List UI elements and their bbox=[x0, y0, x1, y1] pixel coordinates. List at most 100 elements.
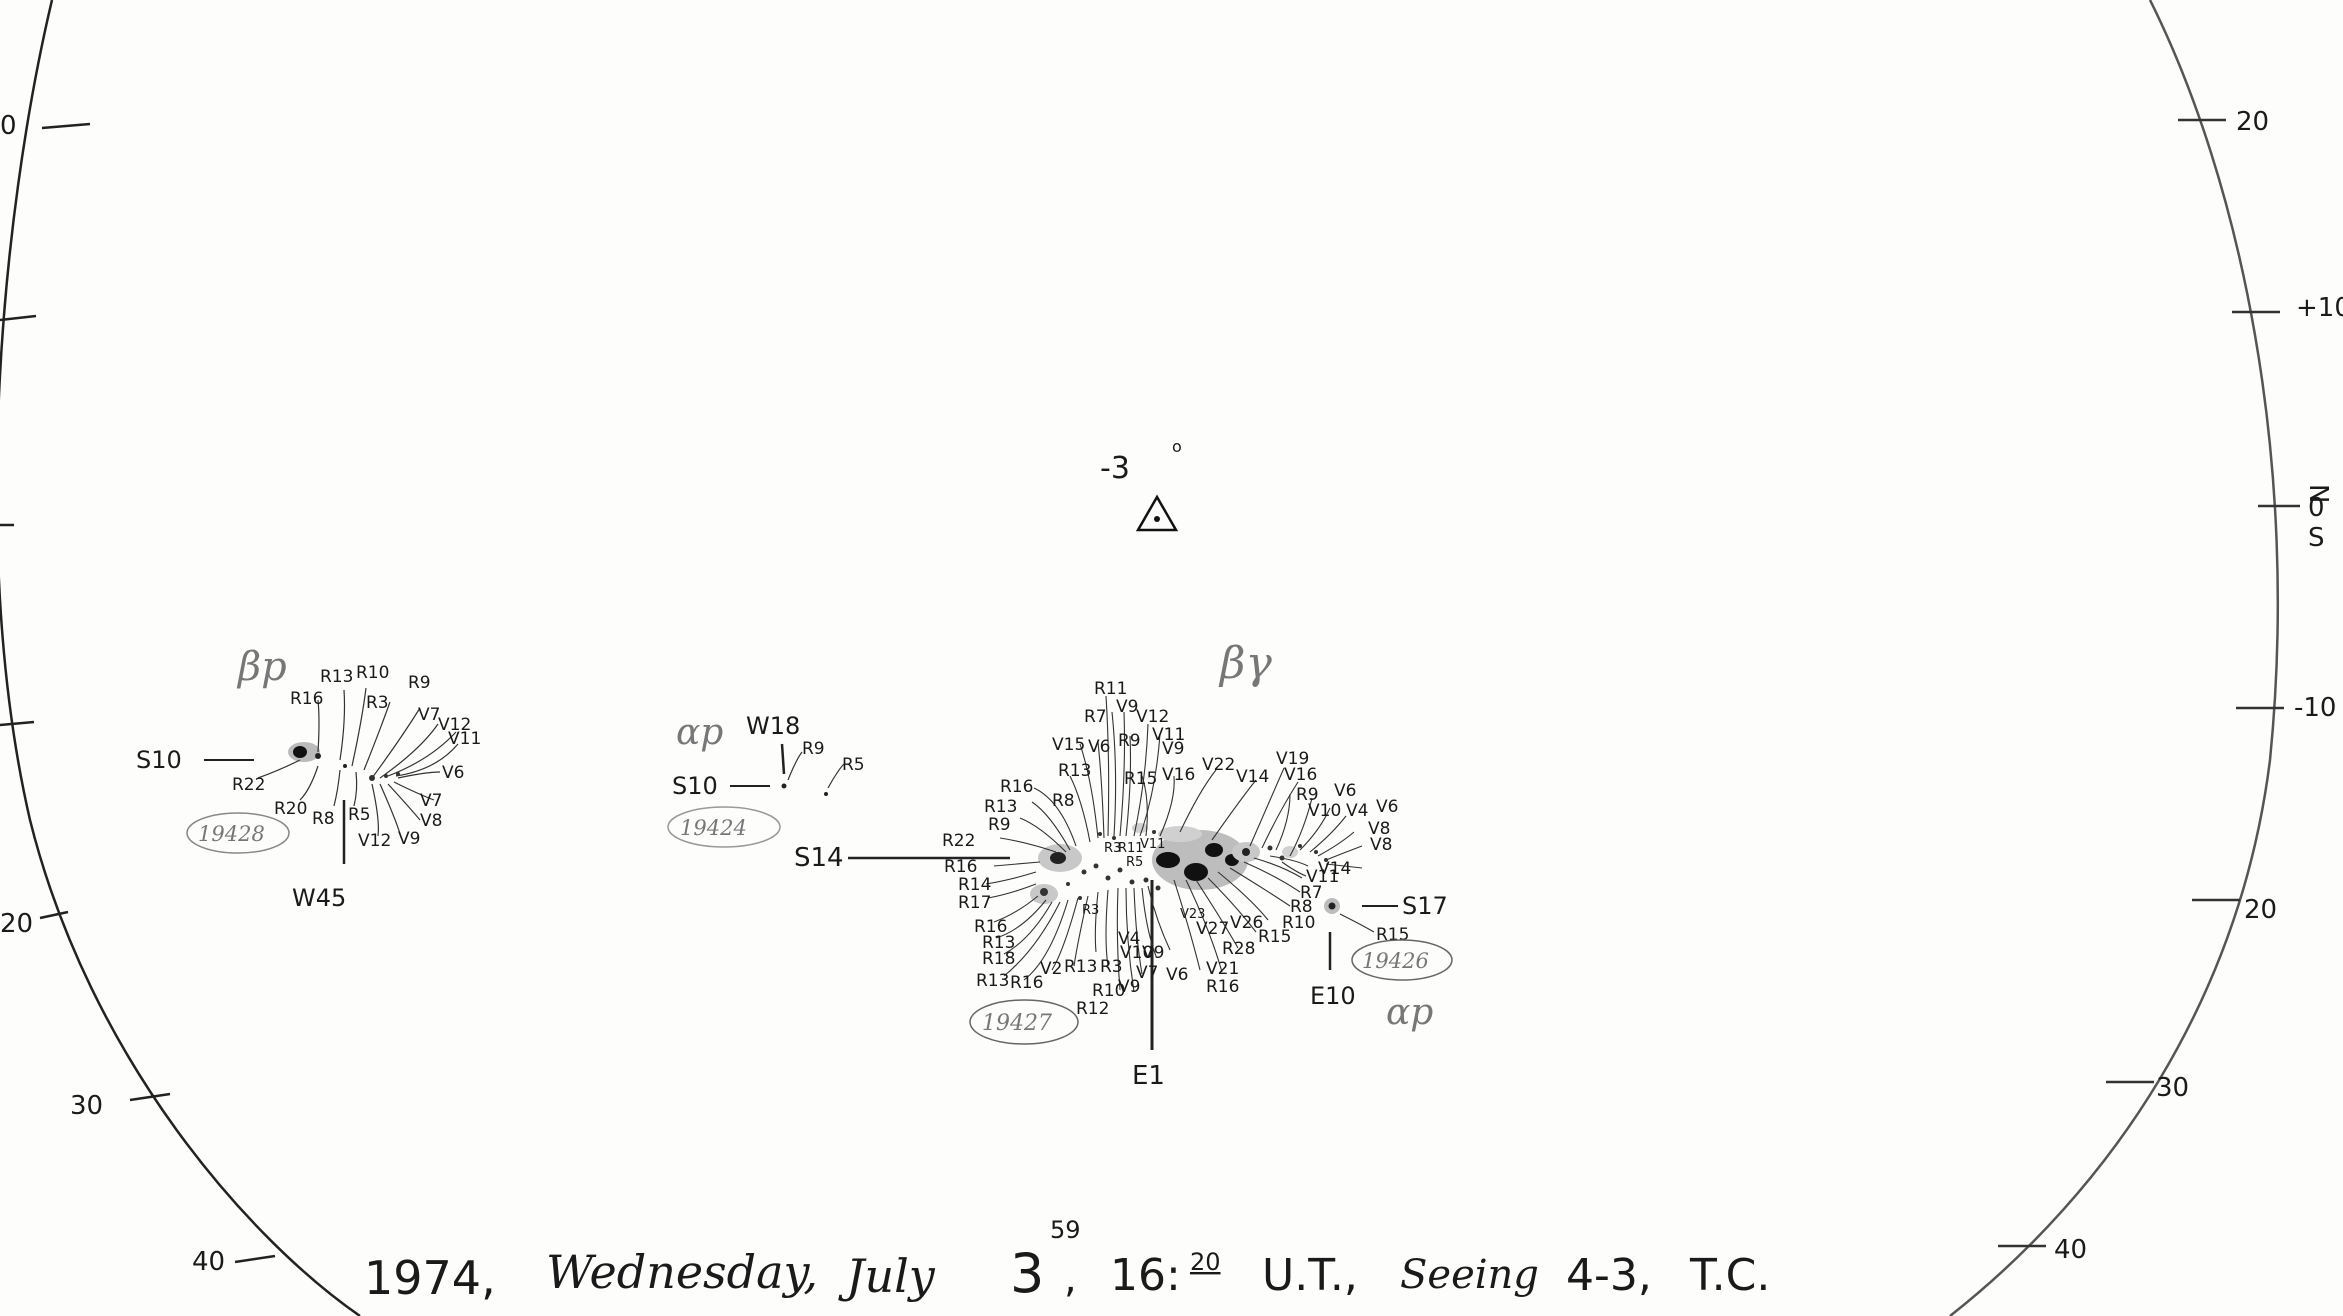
right-tick-label: +10 bbox=[2296, 293, 2343, 323]
spot-label: V16 bbox=[1162, 765, 1195, 785]
spot-label: R9 bbox=[1296, 785, 1319, 805]
spot bbox=[343, 764, 347, 768]
right-tick-label: 40 bbox=[2054, 1235, 2087, 1265]
spot-label: R7 bbox=[1084, 707, 1107, 727]
spot-label: R8 bbox=[1290, 897, 1313, 917]
longitude-leader bbox=[780, 743, 786, 775]
group-number: 19427 bbox=[982, 1011, 1052, 1036]
spot-label: R20 bbox=[274, 799, 307, 819]
spot-label: V10 bbox=[1120, 943, 1153, 963]
group-class: αp bbox=[676, 712, 723, 753]
group-number-oval bbox=[186, 812, 290, 854]
group-longitude: W18 bbox=[746, 712, 800, 740]
spot-label: V10 bbox=[1308, 801, 1341, 821]
caption-observer: T.C. bbox=[1689, 1250, 1770, 1301]
sunspot-group-19426: S17 R15 E10 19426 αp bbox=[1310, 892, 1453, 1033]
spot-label: R3 bbox=[366, 693, 389, 713]
spot-label: V6 bbox=[442, 763, 464, 783]
spot-label: V6 bbox=[1376, 797, 1398, 817]
spot-label: V12 bbox=[358, 831, 391, 851]
caption-month: July bbox=[838, 1249, 936, 1303]
spot-label: V15 bbox=[1052, 735, 1085, 755]
group-latitude: S17 bbox=[1402, 892, 1448, 920]
umbra bbox=[1156, 852, 1180, 868]
caption-seeing-value: 4-3, bbox=[1566, 1250, 1652, 1301]
spot-label: R13 bbox=[982, 933, 1015, 953]
spot-label: R3 bbox=[1100, 957, 1123, 977]
group-longitude: E1 bbox=[1132, 1061, 1165, 1091]
group-latitude: S10 bbox=[136, 746, 182, 774]
spot-label: V11 bbox=[1140, 837, 1165, 852]
solar-limb-left bbox=[0, 0, 361, 1316]
spot-label: R18 bbox=[982, 949, 1015, 969]
spot-label: V8 bbox=[420, 811, 442, 831]
spot-label: R16 bbox=[290, 689, 323, 709]
left-tick-label: 30 bbox=[70, 1091, 103, 1121]
spot-label: R9 bbox=[988, 815, 1011, 835]
umbra bbox=[1242, 848, 1250, 856]
group-class: βγ bbox=[1218, 638, 1272, 689]
spot-label: R17 bbox=[958, 893, 991, 913]
spot-label: V22 bbox=[1202, 755, 1235, 775]
spot-label: R16 bbox=[1010, 973, 1043, 993]
spot-label: V11 bbox=[1306, 867, 1339, 887]
axis-label-zero: 0 bbox=[2308, 493, 2325, 523]
group-latitude: S10 bbox=[672, 772, 718, 800]
spot-label: R15 bbox=[1258, 927, 1291, 947]
group-number: 19424 bbox=[680, 816, 747, 840]
center-angle: -3 bbox=[1100, 451, 1130, 486]
caption-weekday: Wednesday, bbox=[546, 1245, 818, 1299]
umbra bbox=[293, 746, 307, 758]
spot-label: R10 bbox=[356, 663, 389, 683]
umbra bbox=[1328, 902, 1336, 910]
spot-label: R10 bbox=[1282, 913, 1315, 933]
caption-day: 3 bbox=[1010, 1242, 1044, 1305]
spot-label: R22 bbox=[942, 831, 975, 851]
spot-label: V9 bbox=[398, 829, 420, 849]
spot-label: V12 bbox=[438, 715, 471, 735]
group-class: βp bbox=[236, 644, 287, 690]
spot-label: V8 bbox=[1370, 835, 1392, 855]
solar-limb-right bbox=[1949, 0, 2280, 1316]
axis-label-south: S bbox=[2308, 523, 2325, 553]
spot-label: R3 bbox=[1104, 841, 1121, 856]
group-number-oval bbox=[667, 806, 781, 848]
group-number-oval bbox=[969, 999, 1079, 1045]
group-longitude: E10 bbox=[1310, 982, 1356, 1010]
spot-label: V14 bbox=[1236, 767, 1269, 787]
umbra bbox=[1184, 863, 1208, 881]
spot-label: R16 bbox=[1000, 777, 1033, 797]
spot-label: V7 bbox=[418, 705, 440, 725]
group-longitude: W45 bbox=[292, 884, 346, 912]
group-latitude: S14 bbox=[794, 843, 844, 873]
spot-label: V12 bbox=[1136, 707, 1169, 727]
group-number: 19426 bbox=[1362, 949, 1429, 973]
spot-label: R7 bbox=[1300, 883, 1323, 903]
umbra bbox=[1205, 843, 1223, 857]
center-triangle-icon bbox=[1135, 494, 1179, 532]
spot-label: R8 bbox=[312, 809, 335, 829]
spot-label: R16 bbox=[974, 917, 1007, 937]
spot-label: R5 bbox=[348, 805, 371, 825]
caption-year: 1974, bbox=[364, 1251, 496, 1305]
caption-day-fraction: 59 bbox=[1050, 1216, 1081, 1244]
right-tick-label: 30 bbox=[2156, 1073, 2189, 1103]
spot-label: V16 bbox=[1284, 765, 1317, 785]
spot-label: V9 bbox=[1162, 739, 1184, 759]
caption-time-hours: 16: bbox=[1110, 1250, 1181, 1301]
penumbra bbox=[1152, 830, 1248, 890]
spot-leader bbox=[1339, 913, 1375, 933]
center-degree: o bbox=[1172, 437, 1182, 456]
spot-label: V11 bbox=[1152, 725, 1185, 745]
left-tick-label: 20 bbox=[0, 909, 33, 939]
spot-label: R28 bbox=[1222, 939, 1255, 959]
spot-label: R22 bbox=[232, 775, 265, 795]
spot-label: V8 bbox=[1368, 819, 1390, 839]
right-limb-ticks bbox=[1998, 118, 2300, 1248]
spot-label: R3 bbox=[1082, 903, 1099, 918]
spot-leader bbox=[827, 763, 845, 789]
group-number: 19428 bbox=[198, 822, 265, 846]
spot-label: V2 bbox=[1040, 959, 1062, 979]
spot-label: R14 bbox=[958, 875, 991, 895]
sunspot-group-19424: αp W18 S10 R9 R5 19424 bbox=[667, 712, 865, 848]
